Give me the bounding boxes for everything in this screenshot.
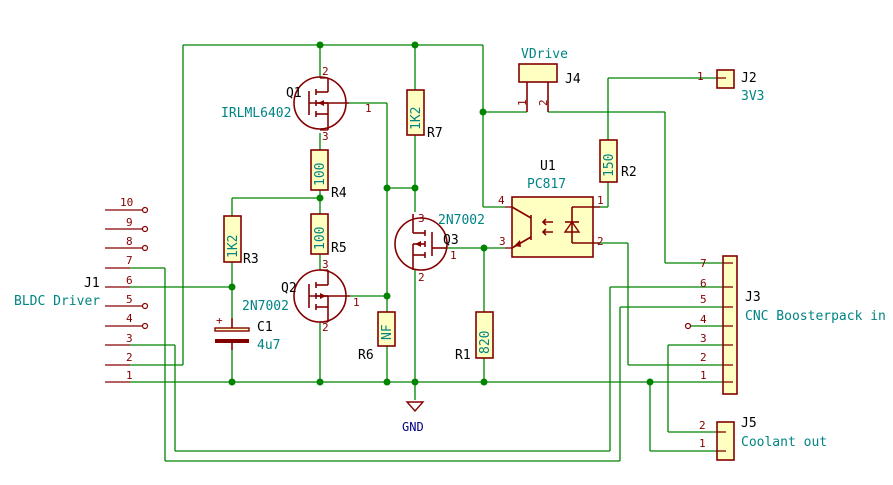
u1-ref: U1	[540, 159, 556, 174]
j2-connector: 1 J2 3V3	[697, 69, 764, 104]
r6-resistor: NF R6	[358, 311, 396, 363]
j3-pin-6: 6	[700, 277, 707, 290]
j1-ref: J1	[84, 276, 100, 291]
r5-ref: R5	[331, 241, 347, 256]
q3-ref: Q3	[443, 233, 459, 248]
q3-mosfet: 3 1 2 Q3 2N7002	[394, 212, 485, 284]
j1-pin-3: 3	[126, 332, 133, 345]
u1-pin-1: 1	[597, 194, 604, 207]
r2-ref: R2	[621, 165, 637, 180]
j3-connector: 7 6 5 4 3 2 1 J3 CNC Boosterpack in	[684, 255, 886, 395]
q1-pin-source: 3	[322, 130, 329, 143]
r1-ref: R1	[455, 348, 471, 363]
r2-value: 150	[602, 154, 617, 177]
j1-pin-5: 5	[126, 293, 133, 306]
u1-pin-4: 4	[498, 194, 505, 207]
r6-ref: R6	[358, 348, 374, 363]
j3-pin-7: 7	[700, 257, 707, 270]
junctions	[228, 41, 654, 386]
j3-value: CNC Boosterpack in	[745, 309, 886, 324]
q2-ref: Q2	[281, 281, 297, 296]
u1-optocoupler: 4 3 1 2 U1 PC817	[498, 159, 604, 258]
q2-mosfet: 3 1 2 Q2 2N7002	[242, 258, 360, 334]
c1-value: 4u7	[257, 338, 280, 353]
j2-pin-1: 1	[697, 70, 704, 83]
r7-resistor: 1K2 R7	[406, 89, 443, 141]
j3-pin-4: 4	[700, 313, 707, 326]
j1-pin-1: 1	[126, 369, 133, 382]
q3-pin-gate: 1	[450, 249, 457, 262]
wires	[130, 44, 723, 462]
q2-value: 2N7002	[242, 299, 289, 314]
r4-ref: R4	[331, 186, 347, 201]
r4-resistor: 100 R4	[310, 149, 347, 201]
q2-pin-gate: 1	[353, 296, 360, 309]
q1-ref: Q1	[286, 86, 302, 101]
j5-value: Coolant out	[741, 435, 827, 450]
j5-pin-1: 1	[699, 437, 706, 450]
r2-resistor: 150 R2	[599, 139, 637, 183]
u1-value: PC817	[527, 177, 566, 192]
j1-pin-7: 7	[126, 254, 133, 267]
u1-pin-3: 3	[499, 235, 506, 248]
q1-value: IRLML6402	[221, 106, 291, 121]
r5-value: 100	[313, 227, 328, 250]
q1-pin-drain: 2	[322, 65, 329, 78]
j2-value: 3V3	[741, 89, 764, 104]
q1-pin-gate: 1	[365, 102, 372, 115]
j3-pin-1: 1	[700, 369, 707, 382]
r3-ref: R3	[243, 252, 259, 267]
u1-pin-2: 2	[597, 235, 604, 248]
j4-pin-2: 2	[537, 99, 550, 106]
r7-ref: R7	[427, 126, 443, 141]
j1-pin-9: 9	[126, 216, 133, 229]
gnd-symbol: GND	[402, 401, 425, 434]
j1-value: BLDC Driver	[14, 294, 100, 309]
j2-ref: J2	[741, 71, 757, 86]
r6-value: NF	[380, 324, 395, 340]
j1-pin-6: 6	[126, 274, 133, 287]
j4-pin-1: 1	[516, 99, 529, 106]
q3-value: 2N7002	[438, 213, 485, 228]
j1-pin-4: 4	[126, 312, 133, 325]
j1-pin-stubs	[105, 206, 149, 383]
r1-resistor: 820 R1	[455, 311, 494, 363]
j5-connector: 2 1 J5 Coolant out	[699, 416, 827, 461]
j1-connector: 10 9 8 7 6 5 4 3 2 1 J1 BLDC Driver	[14, 196, 149, 383]
c1-capacitor: + C1 4u7	[214, 314, 280, 353]
r3-resistor: 1K2 R3	[223, 215, 259, 267]
j5-pin-2: 2	[699, 419, 706, 432]
r1-value: 820	[478, 331, 493, 354]
q1-mosfet: 2 1 3 Q1 IRLML6402	[221, 65, 372, 143]
j4-connector: 1 2 VDrive J4	[516, 47, 581, 112]
j3-pin-2: 2	[700, 351, 707, 364]
j1-pin-8: 8	[126, 235, 133, 248]
j4-value: VDrive	[521, 47, 568, 62]
r3-value: 1K2	[226, 235, 241, 258]
j3-pin-5: 5	[700, 293, 707, 306]
r4-value: 100	[313, 163, 328, 186]
r7-value: 1K2	[409, 107, 424, 130]
q3-pin-source: 2	[418, 271, 425, 284]
j4-ref: J4	[565, 72, 581, 87]
j3-ref: J3	[745, 290, 761, 305]
c1-ref: C1	[257, 320, 273, 335]
q3-pin-drain: 3	[418, 212, 425, 225]
gnd-label: GND	[402, 420, 424, 434]
j3-pin-3: 3	[700, 332, 707, 345]
c1-polarity: +	[216, 314, 223, 327]
r5-resistor: 100 R5	[310, 213, 347, 256]
j5-ref: J5	[741, 416, 757, 431]
j1-pin-2: 2	[126, 351, 133, 364]
q2-pin-drain: 3	[322, 258, 329, 271]
j1-pin-10: 10	[120, 196, 133, 209]
q2-pin-source: 2	[322, 321, 329, 334]
